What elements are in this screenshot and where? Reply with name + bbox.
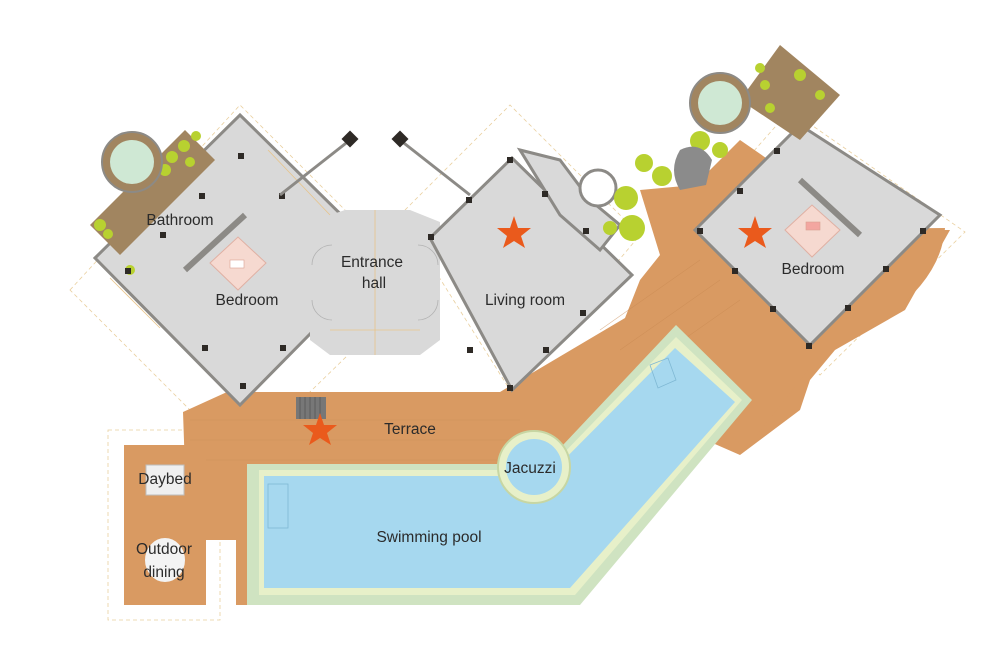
swimming-pool-label: Swimming pool [376,529,481,546]
left-bedroom-wing [90,112,388,408]
star-icon [738,216,772,248]
entrance-hall-label-1: Entrance [341,254,403,271]
room-labels: Bathroom Bedroom Entrance hall Living ro… [136,212,844,581]
entrance-hall-area [279,130,471,355]
daybed-label: Daybed [138,471,191,488]
steps [296,397,326,419]
rock-feature [674,146,712,190]
entrance-hall-label-2: hall [362,275,386,292]
outdoor-dining-label-1: Outdoor [136,541,192,558]
garden-plants [603,131,728,241]
jacuzzi-label: Jacuzzi [504,460,556,477]
star-icon [497,216,531,248]
terrace-label: Terrace [384,421,436,438]
star-icon [303,413,337,445]
living-room-label: Living room [485,292,565,309]
bed-rug [784,204,841,258]
outdoor-dining-label-2: dining [143,564,184,581]
bathroom-label: Bathroom [146,212,213,229]
outdoor-deck [124,445,206,605]
jacuzzi-tub [497,430,571,504]
living-room-wing [428,147,635,393]
bedroom-right-label: Bedroom [782,261,845,278]
bedroom-left-label: Bedroom [216,292,279,309]
daybed-cushion [145,464,185,496]
dining-table [145,538,185,582]
right-bedroom-wing [689,45,943,349]
star-markers [303,216,772,445]
